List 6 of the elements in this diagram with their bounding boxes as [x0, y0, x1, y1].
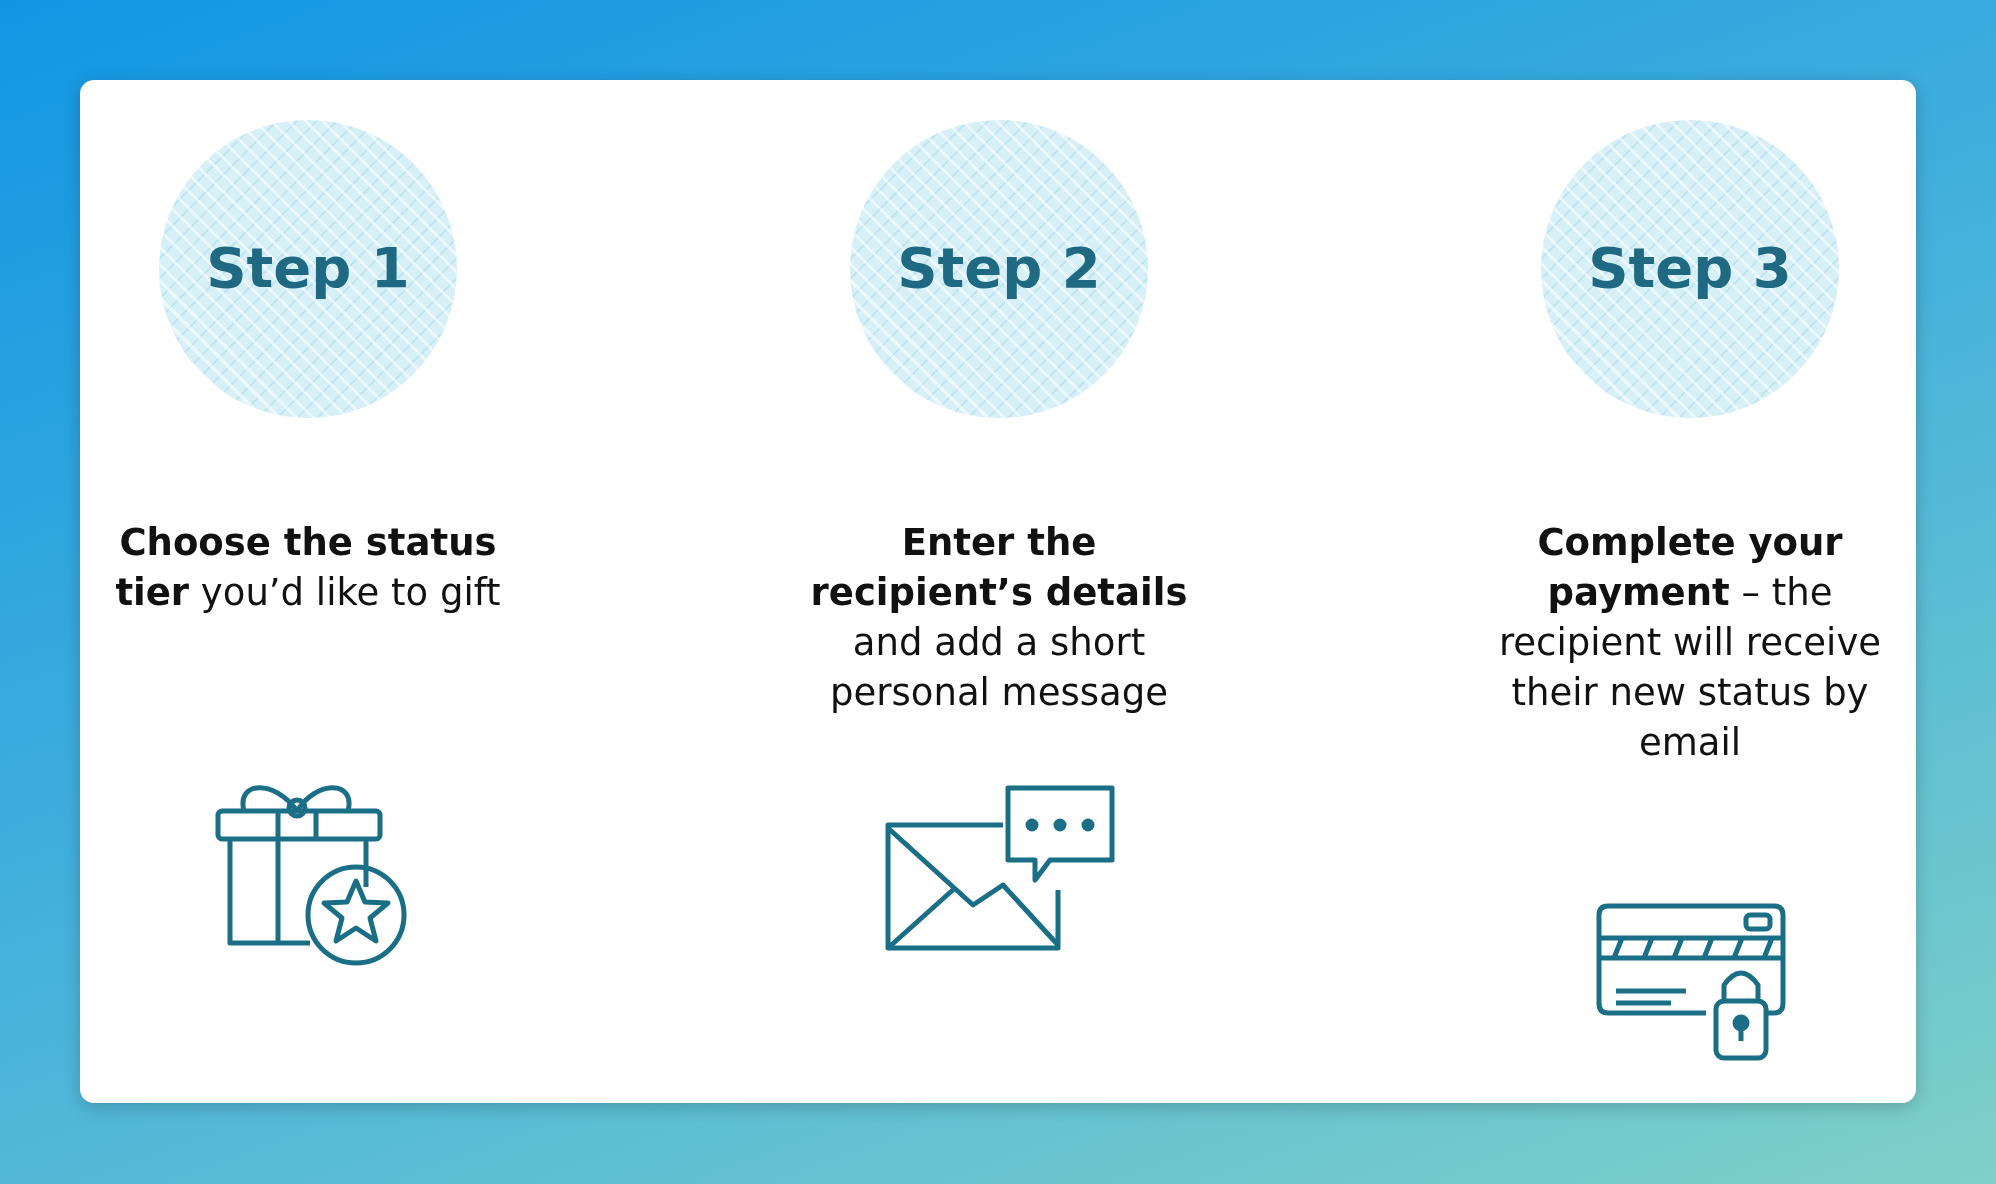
step-description: Complete your payment – the recipient will receive their new status by email: [1497, 520, 1883, 766]
step-label: Step 2: [896, 235, 1102, 300]
step-description: Enter the recipient’s details and add a short personal message: [809, 520, 1189, 716]
step-label: Step 1: [205, 235, 411, 300]
step-label: Step 3: [1587, 235, 1793, 300]
step-description: Choose the status tier you’d like to gift: [114, 520, 502, 616]
